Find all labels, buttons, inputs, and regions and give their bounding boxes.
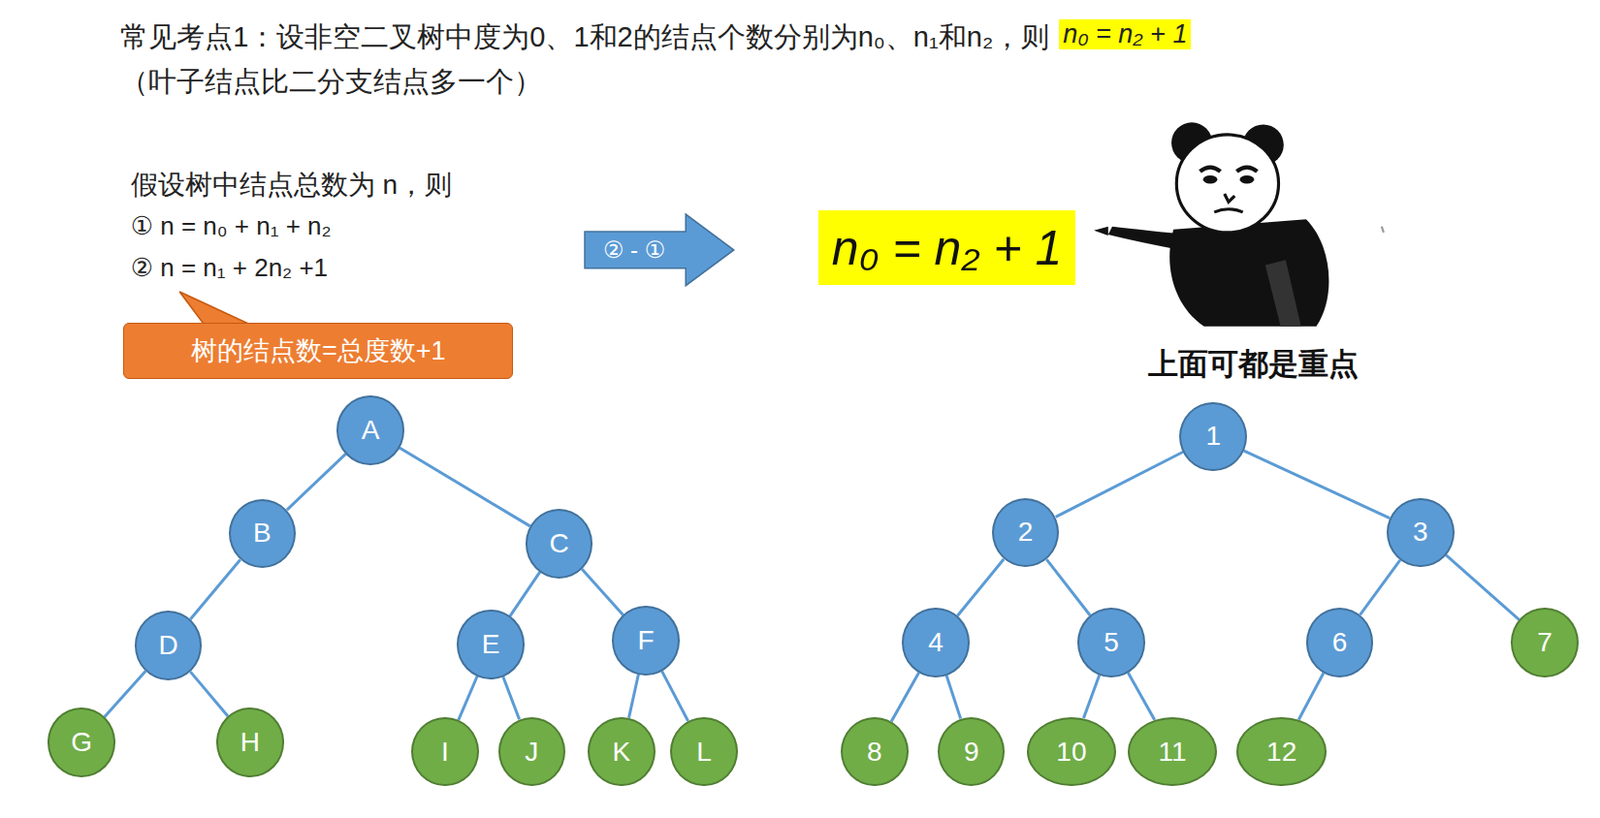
node-label: 2: [1018, 516, 1034, 548]
node-label: L: [696, 736, 712, 768]
node-label: 10: [1056, 736, 1087, 768]
tree-edge: [104, 671, 146, 717]
tree-edge: [629, 674, 640, 719]
tree-node: 6: [1306, 608, 1374, 678]
node-label: 12: [1266, 736, 1297, 768]
leaf-node: H: [216, 707, 284, 778]
node-label: n₀ = n₂ + 1: [832, 220, 1063, 277]
leaf-node: J: [498, 717, 566, 788]
highlighted-formula: n₀ = n₂ + 1: [1058, 19, 1191, 50]
node-label: G: [70, 727, 93, 759]
node-label: 树的结点数=总度数+1: [191, 333, 447, 369]
tree-edge: [510, 572, 541, 616]
equation: ① n = n₀ + n₁ + n₂: [130, 211, 332, 242]
leaf-node: 12: [1236, 717, 1327, 788]
tree-edge: [1127, 672, 1154, 721]
leaf-node: 7: [1510, 608, 1578, 678]
node-label: B: [253, 517, 272, 549]
tree-node: A: [336, 395, 404, 466]
node-label: A: [361, 415, 381, 447]
tree-node: F: [611, 606, 679, 676]
tree-edge: [662, 671, 689, 722]
leaf-node: 10: [1026, 717, 1118, 788]
callout-box: 树的结点数=总度数+1: [123, 322, 513, 381]
arrow-shape: ② - ①: [583, 213, 736, 288]
callout-pointer: [179, 291, 251, 325]
node-label: J: [524, 736, 539, 768]
tree-node: 2: [992, 498, 1059, 569]
leaf-node: G: [47, 707, 115, 778]
leaf-node: I: [411, 717, 479, 788]
node-label: C: [549, 528, 570, 560]
node-label: 11: [1158, 736, 1187, 768]
tree-node: B: [228, 499, 296, 570]
tree-edge: [957, 559, 1004, 617]
tree-node: E: [456, 609, 524, 680]
tree-edge: [190, 559, 240, 620]
highlight-box: n₀ = n₂ + 1: [818, 210, 1077, 286]
node-label: 9: [963, 736, 980, 768]
node-label: 7: [1536, 627, 1553, 659]
tree-edge: [190, 672, 228, 717]
node-label: ② - ①: [603, 236, 666, 264]
tree-edge: [1360, 560, 1401, 616]
node-label: 3: [1412, 516, 1429, 548]
tree-edge: [581, 569, 623, 615]
tree-edge: [891, 672, 919, 723]
meme-caption: 上面可都是重点: [1148, 344, 1359, 385]
leaf-node: L: [670, 717, 737, 788]
node-label: H: [240, 727, 260, 759]
node-label: E: [481, 629, 501, 661]
leaf-node: 9: [937, 717, 1005, 788]
tree-edge: [1083, 674, 1099, 719]
title: 常见考点1：设非空二叉树中度为0、1和2的结点个数分别为n₀、n₁和n₂，则: [120, 18, 1050, 58]
node-label: I: [441, 736, 449, 768]
tree-edge: [503, 676, 520, 720]
equation: ② n = n₁ + 2n₂ +1: [130, 253, 328, 284]
leaf-node: 11: [1127, 717, 1218, 788]
tree-edge: [946, 675, 961, 720]
tree-edge: [1298, 672, 1324, 720]
leaf-node: 8: [840, 717, 908, 788]
tree-node: 3: [1386, 498, 1454, 569]
node-label: 1: [1205, 420, 1221, 452]
tree-edge: [399, 448, 531, 527]
tree-edge: [458, 676, 478, 721]
panda-figure: [1093, 122, 1384, 326]
tree-edge: [287, 453, 347, 511]
node-label: 4: [928, 627, 944, 659]
tree-edge: [1056, 451, 1184, 517]
subtitle-note: （叶子结点比二分支结点多一个）: [120, 63, 543, 102]
node-label: 5: [1103, 627, 1120, 659]
tree-node: 5: [1077, 608, 1145, 678]
tree-node: 1: [1179, 402, 1247, 473]
assumption-text: 假设树中结点总数为 n，则: [130, 166, 452, 204]
tree-node: C: [525, 509, 593, 579]
node-label: D: [158, 630, 178, 662]
tree-edge: [1244, 450, 1390, 519]
node-label: 6: [1332, 627, 1348, 659]
tree-edge: [1046, 559, 1090, 616]
leaf-node: K: [587, 717, 655, 788]
node-label: F: [638, 625, 655, 657]
node-label: 8: [866, 736, 883, 768]
tree-edge: [1445, 555, 1520, 621]
tree-node: D: [134, 610, 202, 681]
tree-node: 4: [901, 608, 969, 678]
node-label: K: [611, 736, 631, 768]
